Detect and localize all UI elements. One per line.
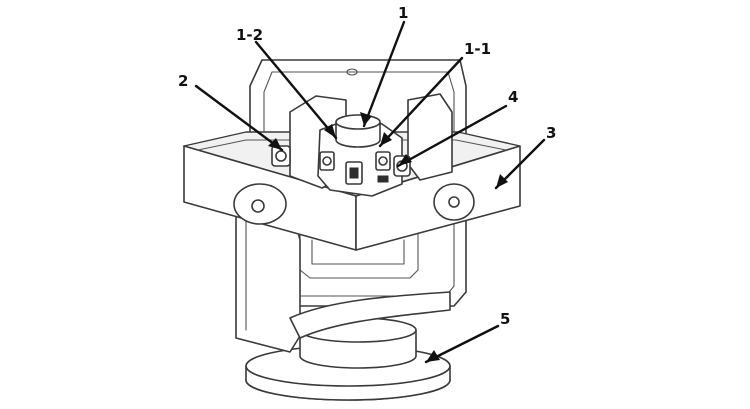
label-part-3: 3 [546, 124, 556, 142]
part-labels: 1 1-2 1-1 2 4 3 5 [178, 4, 556, 328]
label-part-5: 5 [500, 310, 510, 328]
pivot-bosses [233, 183, 475, 225]
label-part-1: 1 [398, 4, 408, 22]
label-part-1-2: 1-2 [236, 26, 263, 44]
label-part-4: 4 [508, 88, 518, 106]
label-part-1-1: 1-1 [464, 40, 491, 58]
label-part-2: 2 [178, 72, 188, 90]
base-turntable [245, 317, 451, 401]
inner-core [271, 93, 453, 197]
leader-lines [194, 20, 546, 364]
